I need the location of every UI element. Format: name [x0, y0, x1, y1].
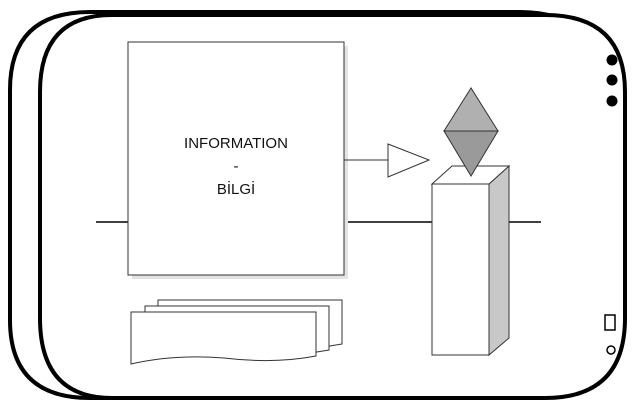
- diamond-lower: [443, 130, 499, 177]
- device-port-icon: [606, 345, 616, 355]
- info-box-label: INFORMATION - BİLGİ: [128, 132, 344, 201]
- device-camera-icon: [606, 54, 618, 107]
- pillar-icon: [430, 164, 511, 357]
- info-label-line1: INFORMATION: [184, 135, 288, 152]
- pillar-side: [488, 164, 510, 357]
- pillar-front: [431, 183, 490, 356]
- info-label-line3: BİLGİ: [216, 181, 256, 198]
- info-box: [127, 41, 345, 276]
- hollow-right-arrow-icon: [387, 143, 431, 178]
- document-front: [130, 311, 317, 365]
- info-label-line2: -: [233, 158, 239, 175]
- diamond-icon: [443, 87, 499, 177]
- document-stack-icon: [130, 299, 343, 365]
- device-button-icon: [604, 314, 616, 331]
